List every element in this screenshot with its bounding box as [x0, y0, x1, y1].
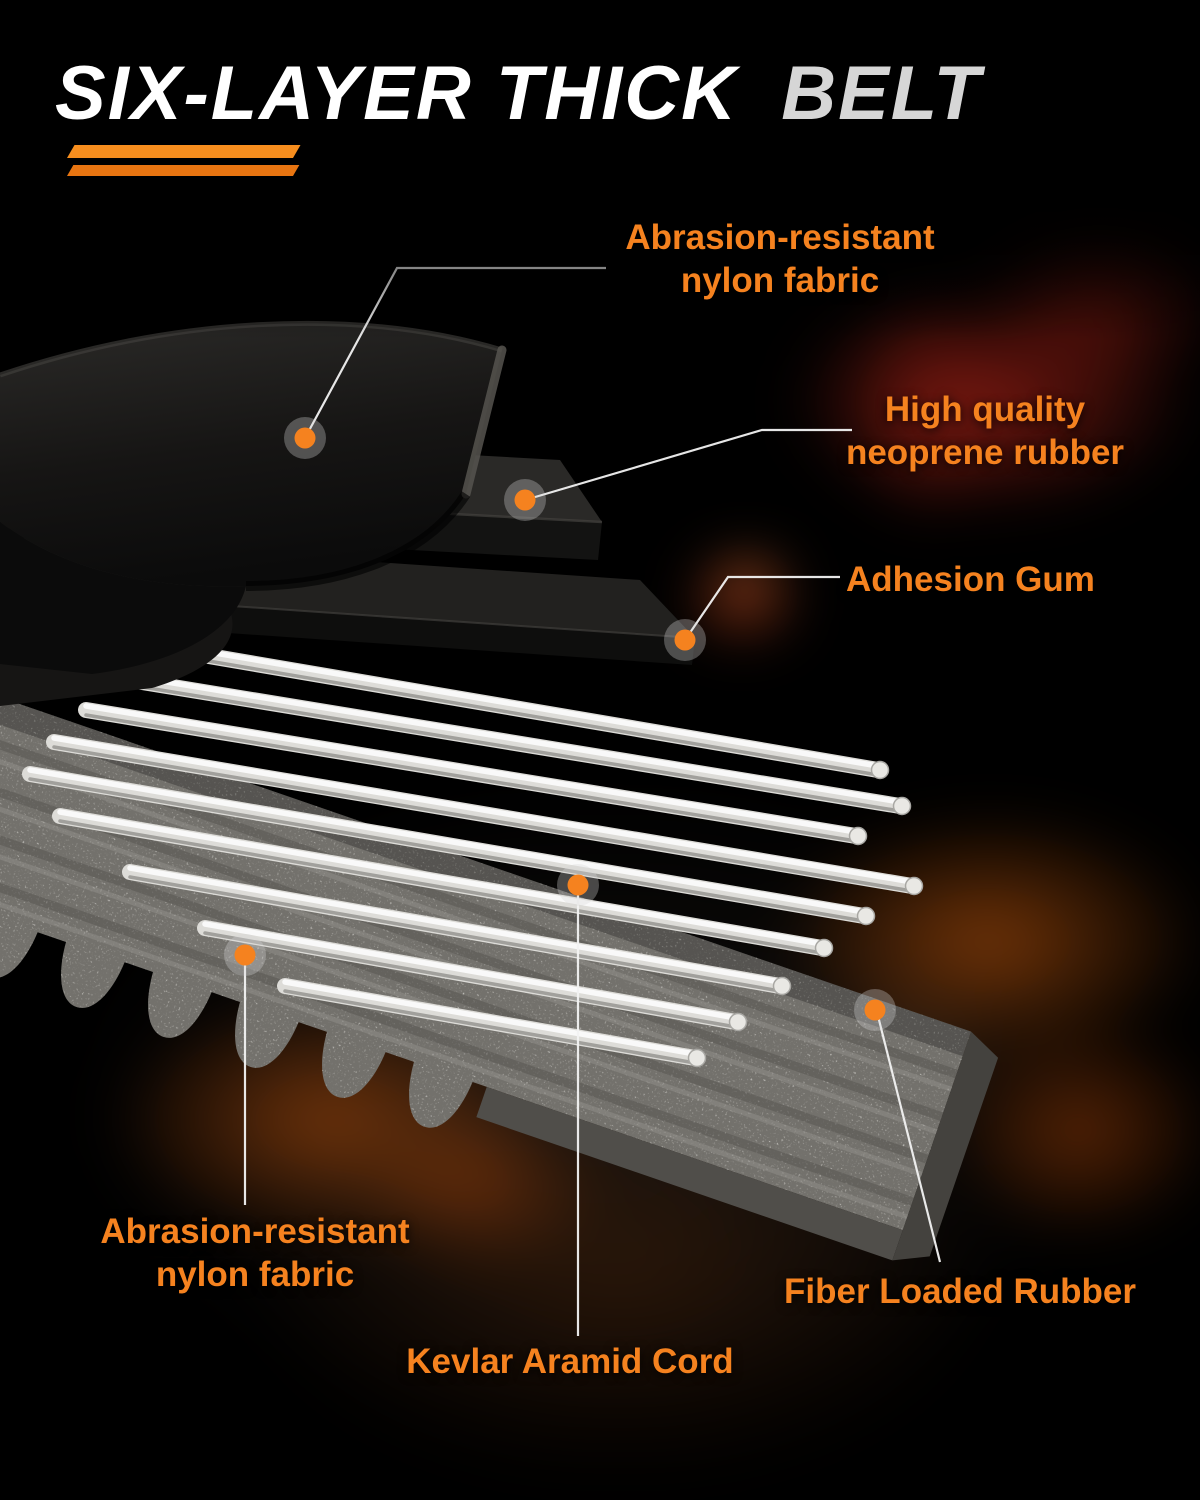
page-title: SIX-LAYER THICK BELT: [55, 54, 982, 176]
title-part-primary: SIX-LAYER THICK: [55, 51, 739, 136]
title-underline-2: [67, 164, 300, 176]
title-underline-1: [67, 144, 301, 158]
callout-label-nylon-fabric-top: Abrasion-resistant nylon fabric: [625, 218, 935, 301]
callout-label-kevlar-cord: Kevlar Aramid Cord: [406, 1342, 734, 1381]
callout-label-nylon-fabric-bottom: Abrasion-resistant nylon fabric: [100, 1212, 410, 1295]
callout-label-neoprene-rubber: High quality neoprene rubber: [845, 390, 1125, 473]
callout-label-adhesion-gum: Adhesion Gum: [846, 560, 1095, 599]
title-part-secondary: BELT: [781, 51, 982, 136]
callout-label-fiber-rubber: Fiber Loaded Rubber: [784, 1272, 1136, 1311]
title-text: SIX-LAYER THICK BELT: [55, 54, 982, 134]
